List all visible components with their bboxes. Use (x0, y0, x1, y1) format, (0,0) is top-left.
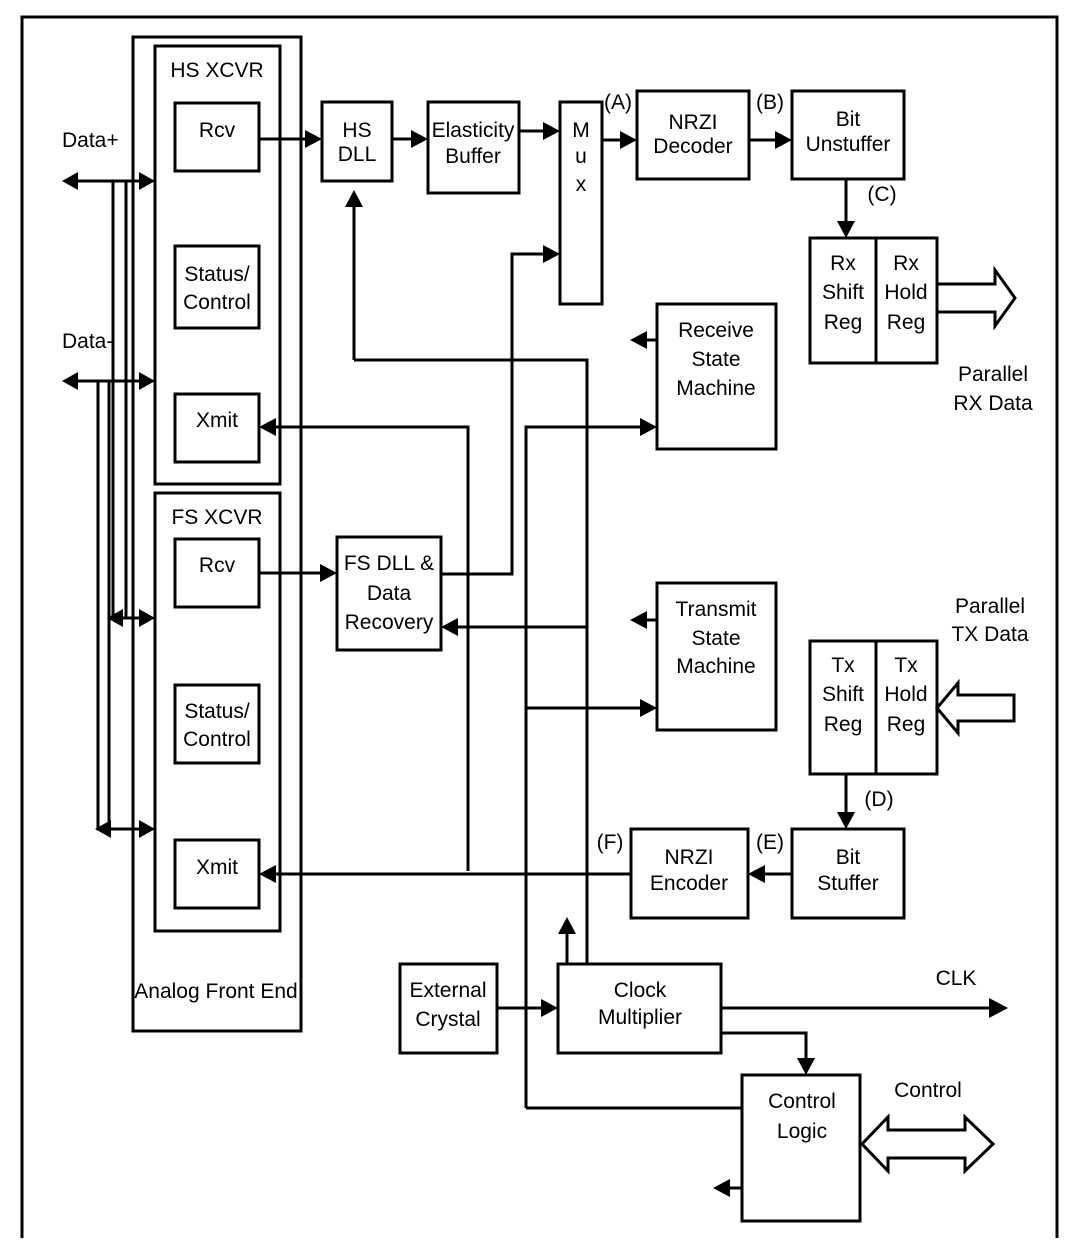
clock-wires (497, 917, 1008, 1075)
elasticity-buffer-label-1: Elasticity (432, 119, 515, 142)
receive-state-machine-label-3: Machine (676, 377, 755, 400)
hs-rcv-label: Rcv (199, 119, 236, 142)
elasticity-buffer-block (426, 100, 521, 195)
transmit-state-machine-label-1: Transmit (676, 598, 757, 621)
rx-shift-reg-block (808, 236, 878, 365)
parallel-rx-bus-arrow (935, 265, 1017, 331)
parallel-tx-label-1: Parallel (955, 595, 1025, 618)
marker-c: (C) (867, 183, 896, 206)
bit-unstuffer-label-1: Bit (836, 108, 861, 131)
hs-xmit-block (173, 392, 261, 464)
data-plus-label: Data+ (62, 129, 119, 152)
receive-state-machine-label-2: State (691, 348, 740, 371)
transmit-state-machine-label-3: Machine (676, 655, 755, 678)
fs-xcvr-label: FS XCVR (171, 506, 262, 529)
hs-xcvr-label: HS XCVR (170, 59, 263, 82)
fs-status-control-block (173, 683, 261, 765)
marker-e: (E) (756, 831, 784, 854)
fs-dll-label-3: Recovery (345, 611, 434, 634)
mux-block (558, 100, 604, 306)
control-bus-arrow (859, 1113, 996, 1175)
elasticity-buffer-label-2: Buffer (445, 145, 501, 168)
nrzi-encoder-label-2: Encoder (650, 872, 728, 895)
bit-stuffer-block (790, 827, 906, 920)
tx-shift-reg-label-3: Reg (824, 713, 863, 736)
hs-dll-label-1: HS (342, 119, 371, 142)
rx-shift-reg-label-2: Shift (822, 281, 864, 304)
fs-dll-label-1: FS DLL & (344, 552, 434, 575)
data-minus-label: Data- (62, 330, 113, 353)
tx-shift-reg-block (808, 639, 878, 776)
hs-status-label-1: Status/ (184, 263, 250, 286)
control-logic-label-2: Logic (777, 1120, 827, 1143)
clk-label: CLK (936, 967, 977, 990)
rx-hold-reg-label-2: Hold (884, 281, 927, 304)
tx-shift-reg-label-1: Tx (831, 654, 855, 677)
nrzi-decoder-label-2: Decoder (653, 135, 732, 158)
parallel-rx-label-2: RX Data (953, 392, 1033, 415)
mux-label-3: x (576, 173, 587, 196)
mux-label-1: M (572, 119, 590, 142)
rx-hold-reg-label-3: Reg (887, 311, 926, 334)
parallel-rx-label-1: Parallel (958, 363, 1028, 386)
marker-a: (A) (604, 91, 632, 114)
hs-dll-label-2: DLL (338, 143, 377, 166)
fs-rcv-label: Rcv (199, 554, 236, 577)
external-crystal-label-1: External (409, 979, 486, 1002)
bit-unstuffer-block (790, 89, 906, 181)
tx-hold-reg-label-1: Tx (894, 654, 918, 677)
receive-state-machine-label-1: Receive (678, 319, 754, 342)
rx-shift-reg-label-3: Reg (824, 311, 863, 334)
fs-status-label-1: Status/ (184, 700, 250, 723)
data-bus-arrowheads (62, 172, 155, 838)
transmit-state-machine-block (655, 581, 778, 732)
control-signal-label: Control (894, 1079, 962, 1102)
rx-hold-reg-block (874, 236, 939, 365)
transmit-state-machine-label-2: State (691, 627, 740, 650)
bit-stuffer-label-1: Bit (836, 846, 861, 869)
tx-hold-reg-label-2: Hold (884, 683, 927, 706)
marker-d: (D) (864, 788, 893, 811)
nrzi-encoder-label-1: NRZI (665, 846, 714, 869)
control-logic-label-1: Control (768, 1090, 836, 1113)
nrzi-encoder-block (629, 827, 750, 920)
rx-hold-reg-label-1: Rx (893, 252, 919, 275)
clock-multiplier-block (556, 962, 723, 1055)
hs-rcv-block (173, 101, 261, 173)
clock-multiplier-label-1: Clock (614, 979, 667, 1002)
nrzi-decoder-label-1: NRZI (669, 111, 718, 134)
marker-f: (F) (597, 831, 624, 854)
tx-shift-reg-label-2: Shift (822, 683, 864, 706)
tx-hold-reg-block (874, 639, 939, 776)
hs-dll-block (320, 100, 394, 183)
bit-stuffer-label-2: Stuffer (817, 872, 878, 895)
tx-hold-reg-label-3: Reg (887, 713, 926, 736)
mux-label-2: u (575, 145, 587, 168)
bit-unstuffer-label-2: Unstuffer (806, 133, 891, 156)
marker-b: (B) (756, 91, 784, 114)
fs-dll-label-2: Data (367, 582, 412, 605)
hs-xmit-label: Xmit (196, 409, 238, 432)
external-crystal-label-2: Crystal (415, 1008, 480, 1031)
analog-front-end-label: Analog Front End (134, 980, 297, 1003)
parallel-tx-bus-arrow (935, 678, 1016, 738)
diagram-frame (20, 15, 1059, 1238)
receive-state-machine-block (655, 302, 778, 451)
rx-shift-reg-label-1: Rx (830, 252, 856, 275)
hs-status-control-block (173, 244, 261, 330)
receive-path-wires (259, 122, 855, 964)
parallel-tx-label-2: TX Data (951, 623, 1028, 646)
nrzi-decoder-block (635, 89, 751, 181)
fs-dll-block (335, 535, 443, 652)
control-wires (259, 331, 742, 1197)
fs-status-label-2: Control (183, 728, 251, 751)
hs-status-label-2: Control (183, 291, 251, 314)
clock-multiplier-label-2: Multiplier (598, 1006, 682, 1029)
transmit-path-wires (259, 564, 855, 883)
fs-xmit-label: Xmit (196, 856, 238, 879)
control-logic-block (740, 1073, 862, 1223)
